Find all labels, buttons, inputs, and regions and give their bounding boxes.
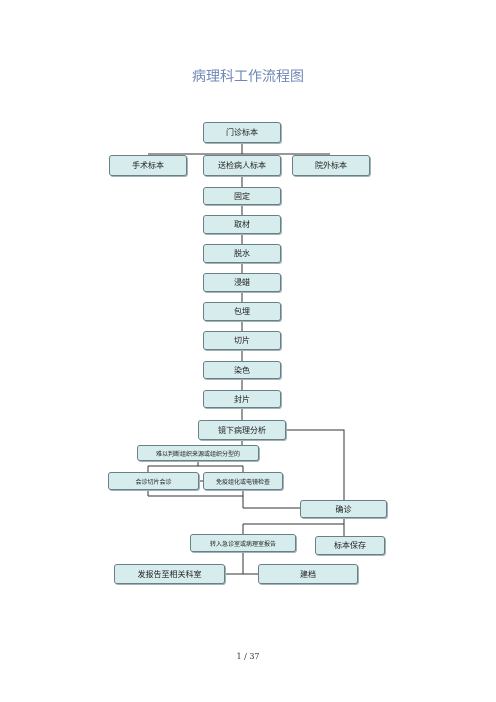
node-embed: 包埋 [203, 302, 281, 321]
node-microscope: 镜下病理分析 [198, 420, 286, 440]
node-section: 切片 [203, 331, 281, 350]
page-title: 病理科工作流程图 [192, 69, 304, 85]
node-archive: 建档 [258, 564, 358, 584]
node-difficult: 难以判断组织来源或组织分型的 [137, 445, 259, 461]
node-wax: 浸蜡 [203, 273, 281, 292]
node-frozen: 转入急诊室或病理室报告 [190, 534, 296, 552]
node-clinic: 门诊标本 [203, 122, 281, 143]
node-mount: 封片 [203, 390, 281, 408]
node-fix: 固定 [203, 187, 281, 205]
node-storage: 标本保存 [315, 536, 385, 555]
node-surgery: 手术标本 [109, 155, 187, 176]
node-report: 发报告至相关科室 [114, 564, 225, 584]
page-number: 1 / 37 [236, 652, 260, 661]
node-consult: 会诊切片会诊 [108, 472, 199, 490]
node-diagnosis: 确诊 [300, 500, 387, 518]
node-ihc: 免疫组化或电镜检查 [203, 472, 283, 490]
node-inpatient: 送检病人标本 [203, 155, 281, 176]
node-external: 院外标本 [292, 155, 370, 176]
node-dehydrate: 脱水 [203, 244, 281, 263]
node-stain: 染色 [203, 361, 281, 379]
node-sampling: 取材 [203, 215, 281, 234]
